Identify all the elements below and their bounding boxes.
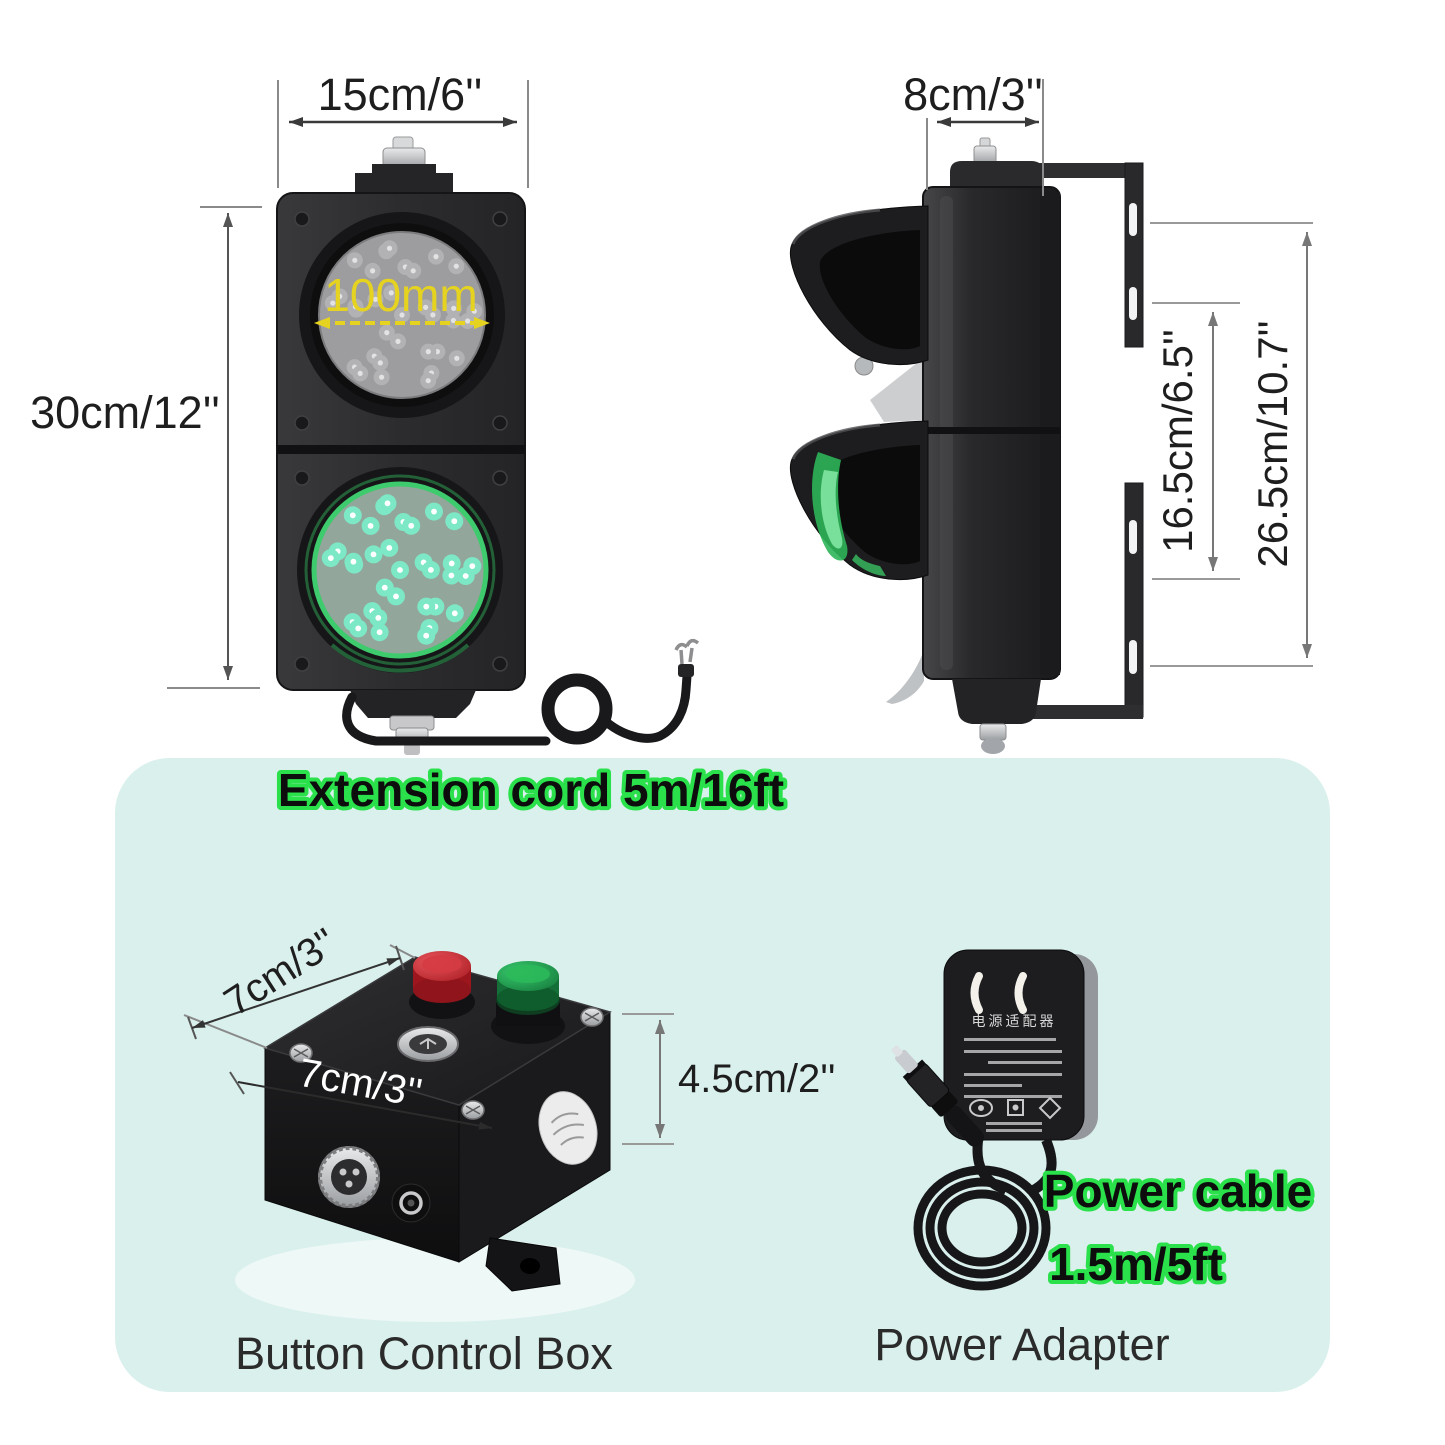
bracket-spacing-dimension-label: 16.5cm/6.5'': [1154, 329, 1201, 553]
button-control-box: [235, 951, 635, 1322]
adapter-body: [943, 949, 1085, 1141]
bottom-visor-green-lit: [789, 420, 929, 581]
cord-ferrule: [678, 664, 694, 677]
top-lens: 100mm: [299, 212, 505, 418]
bottom-face-sliver: [886, 650, 924, 704]
side-bolt-nut: [981, 738, 1005, 754]
mounting-bracket-bottom: [1020, 482, 1144, 719]
cord-coil: [541, 673, 613, 745]
adapter-label-title: 电源适配器: [972, 1013, 1057, 1029]
diameter-arrow-right: [474, 317, 490, 329]
dc-jack: [391, 1183, 431, 1223]
red-button: [409, 951, 475, 1019]
front-width-dimension-label: 15cm/6'': [318, 69, 483, 120]
power-cable-coil: [913, 1138, 1057, 1291]
key-switch: [397, 1026, 459, 1062]
logo-sticker: [538, 1091, 598, 1165]
extension-cord: [342, 638, 700, 746]
adapter-label-lines: [964, 1038, 1062, 1132]
diameter-arrow-left: [314, 317, 330, 329]
bolt-tip: [404, 744, 420, 755]
power-cable-length-label: 1.5m/5ft: [1049, 1238, 1223, 1290]
power-adapter-caption: Power Adapter: [874, 1319, 1169, 1370]
green-glow-arc: [330, 643, 470, 673]
front-height-dimension-label: 30cm/12'': [30, 387, 220, 438]
lens-diameter-label: 100mm: [324, 269, 477, 321]
side-bottom-cap: [952, 679, 1041, 724]
side-bottom-bolt: [979, 723, 1007, 741]
mounting-tab: [485, 1237, 561, 1292]
overall-height-dimension-label: 26.5cm/10.7'': [1249, 320, 1296, 567]
led-dots-green: [321, 494, 482, 645]
corner-screws: [294, 211, 508, 672]
top-mount-cap: [355, 164, 453, 194]
side-view-dimensions: 8cm/3'' 16.5cm/6.5'' 26.5cm/10.7'': [903, 69, 1313, 667]
box-height-dimension-label: 4.5cm/2'': [678, 1057, 836, 1101]
extension-cord-label: Extension cord 5m/16ft: [278, 764, 784, 816]
depth-dimension-line: [191, 957, 401, 1029]
led-dots-top: [324, 240, 483, 389]
control-box-caption: Button Control Box: [235, 1328, 613, 1379]
module-seam: [277, 445, 525, 454]
mounting-bracket-top: [1030, 162, 1144, 348]
width-dimension-line-box: [237, 1081, 493, 1129]
side-module-seam: [923, 427, 1060, 434]
side-width-dimension-label: 8cm/3'': [903, 69, 1043, 120]
wire-terminals: [674, 638, 700, 665]
top-visor: [789, 205, 929, 366]
plug-prongs: [970, 972, 1027, 1014]
power-adapter: 电源适配器: [891, 949, 1098, 1291]
mid-face-sliver: [870, 355, 927, 422]
front-view-dimensions: 15cm/6'' 30cm/12'': [30, 69, 529, 689]
side-view-traffic-light: [789, 137, 1144, 754]
power-cable-label: Power cable: [1044, 1165, 1312, 1217]
dc-plug: [891, 1045, 985, 1147]
screw-slots: [293, 1012, 600, 1115]
bottom-lens-green: [297, 467, 503, 673]
certification-icons: [969, 1096, 1062, 1120]
front-view-traffic-light: 100mm: [276, 136, 700, 755]
bottom-mount-cap: [350, 690, 476, 718]
aviation-connector: [318, 1146, 380, 1208]
green-button: [491, 961, 565, 1044]
